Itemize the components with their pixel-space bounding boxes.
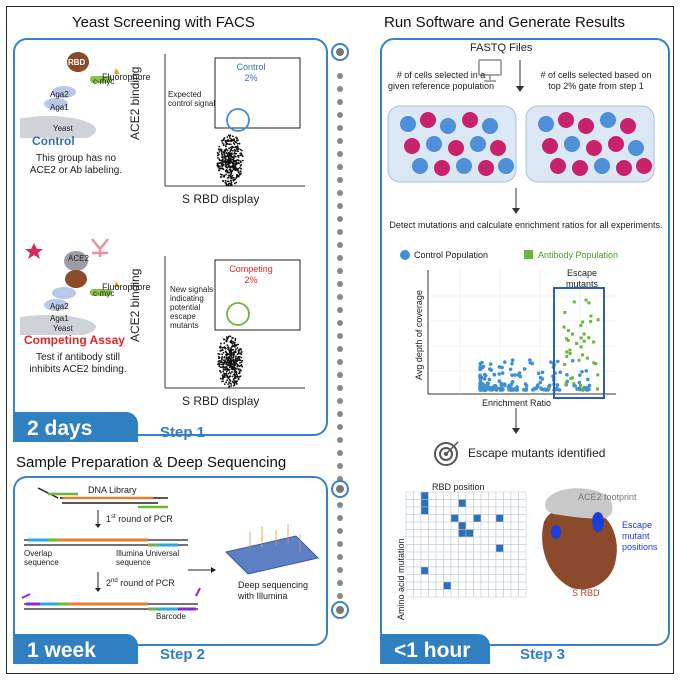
step2-label: Step 2 (160, 646, 206, 663)
target-icon (434, 441, 459, 466)
competing-fluorophore-label: Fluorophore (102, 282, 151, 292)
legend-control-marker (400, 250, 410, 260)
fastq-label: FASTQ Files (470, 42, 533, 54)
cmyc-label: c-myc (93, 77, 115, 86)
antibody-icon (91, 238, 109, 257)
escape-positions-label: Escape mutant positions (622, 520, 658, 552)
deep-sequencing-label: Deep sequencing with Illumina (238, 580, 309, 601)
ace2-label: ACE2 (68, 254, 89, 263)
enrichment-xlabel: Enrichment Ratio (482, 398, 552, 408)
competing-ylabel: ACE2 binding (128, 268, 142, 342)
enrichment-ylabel: Avg depth of coverage (414, 290, 424, 380)
step3-title: Run Software and Generate Results (384, 14, 625, 31)
gated-cells (538, 112, 652, 176)
computer-icon (478, 59, 502, 82)
dna-library-label: DNA Library (88, 485, 137, 495)
figure-frame (6, 6, 674, 674)
arrow-down-2 (512, 188, 520, 214)
pcr1-label: 1st round of PCR (106, 514, 173, 524)
gate-population-text: # of cells selected based on top 2% gate… (540, 70, 652, 91)
step1-label: Step 1 (160, 424, 206, 441)
control-annotation: Expected control signal (168, 90, 216, 108)
competing-xlabel: S RBD display (182, 394, 260, 408)
cell-populations (387, 105, 655, 183)
overlap-label: Overlap sequence (24, 549, 59, 567)
fluorophore-label: Fluorophore (102, 72, 151, 82)
antibody-star (25, 243, 43, 259)
pcr-workflow-diagram (21, 487, 319, 611)
fluorophore-star (114, 68, 120, 74)
control-xlabel: S RBD display (182, 192, 260, 206)
competing-annotation: New signals indicating potential escape … (170, 285, 214, 330)
competing-gate-label: Competing (229, 264, 273, 274)
reference-cells (400, 112, 514, 176)
ace2-footprint-label: ACE2 footprint (578, 492, 637, 502)
illumina-universal-label: Illumina Universal sequence (116, 549, 180, 567)
competing-gate-circle (226, 302, 250, 326)
step1-panel (13, 38, 328, 436)
control-gate-pct: 2% (244, 73, 258, 83)
control-scatter-points (216, 134, 244, 187)
pcr2-label: 2nd round of PCR (106, 578, 175, 588)
mutation-heatmap (405, 491, 527, 598)
competing-scatter-points (217, 335, 244, 388)
control-description: This group has no ACE2 or Ab labeling. (29, 153, 123, 176)
enrichment-points (478, 298, 600, 392)
step3-label: Step 3 (520, 646, 566, 663)
step2-duration-tag: 1 week (13, 634, 138, 664)
ref-population-text: # of cells selected in a given reference… (387, 70, 495, 91)
step1-title: Yeast Screening with FACS (72, 14, 255, 31)
aa-mutation-label: Amino acid mutation (396, 538, 406, 620)
aga2-label: Aga2 (50, 90, 69, 99)
control-ylabel: ACE2 binding (128, 66, 142, 140)
rbd-structure-render (542, 488, 617, 590)
connector-circles (331, 43, 349, 619)
step2-title: Sample Preparation & Deep Sequencing (16, 454, 287, 471)
rbd-position-label: RBD position (432, 482, 485, 492)
competing-yeast-label: Yeast (53, 324, 73, 333)
competing-facs-plot (164, 256, 305, 389)
legend-antibody-label: Antibody Population (538, 250, 619, 260)
control-gate-label: Control (236, 62, 266, 72)
escape-mutants-box (553, 287, 605, 399)
competing-aga1-label: Aga1 (50, 314, 69, 323)
control-gate-circle (226, 108, 250, 132)
competing-name: Competing Assay (24, 333, 125, 347)
competing-cmyc-label: c-myc (93, 289, 115, 298)
competing-description: Test if antibody still inhibits ACE2 bin… (29, 352, 127, 375)
step3-duration-tag: <1 hour (380, 634, 490, 664)
arrow-down-1 (516, 60, 524, 92)
legend-antibody-marker (524, 250, 533, 259)
flow-cell (225, 535, 319, 575)
aga1-label: Aga1 (50, 103, 69, 112)
control-name: Control (32, 134, 75, 148)
escape-mutants-identified: Escape mutants identified (468, 446, 606, 460)
control-facs-plot (164, 54, 305, 187)
step1-duration-tag: 2 days (13, 412, 138, 442)
competing-construct (20, 238, 120, 335)
yeast-label: Yeast (53, 124, 73, 133)
s-rbd-label: S RBD (572, 588, 600, 598)
competing-aga2-label: Aga2 (50, 302, 69, 311)
control-construct (20, 52, 120, 138)
barcode-label: Barcode (156, 612, 186, 621)
competing-gate-pct: 2% (244, 275, 258, 285)
detect-mutations-text: Detect mutations and calculate enrichmen… (389, 220, 663, 230)
escape-mutants-box-label: Escape mutants (565, 268, 598, 289)
legend-control-label: Control Population (414, 250, 489, 260)
arrow-down-3 (512, 408, 520, 434)
rbd-label: RBD (68, 58, 86, 67)
heatmap-grid (405, 491, 527, 598)
enrichment-scatter-plot (427, 270, 616, 399)
yeast-cell (20, 116, 96, 138)
